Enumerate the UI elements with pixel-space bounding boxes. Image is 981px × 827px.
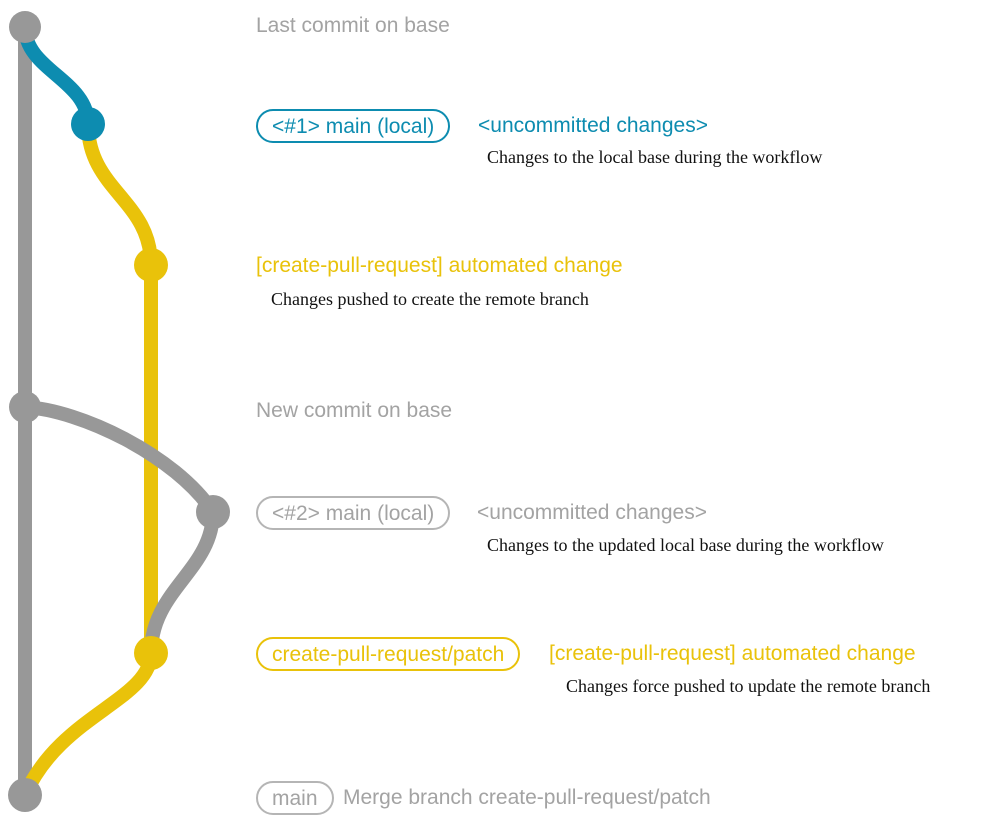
desc-push-create-remote-branch: Changes pushed to create the remote bran…: [271, 289, 589, 309]
local-branch-2-line: [18, 400, 221, 660]
pill-main[interactable]: main: [256, 781, 334, 815]
note-last-commit-on-base: Last commit on base: [256, 14, 450, 37]
note-merge-branch: Merge branch create-pull-request/patch: [343, 786, 711, 809]
node-local-change-2: [196, 495, 230, 529]
node-local-change-1: [71, 107, 105, 141]
desc-updated-local-base-changes: Changes to the updated local base during…: [487, 535, 884, 555]
note-automated-change-1: [create-pull-request] automated change: [256, 254, 623, 277]
pill-main-local-2[interactable]: <#2> main (local): [256, 496, 451, 530]
note-uncommitted-changes-2: <uncommitted changes>: [477, 501, 707, 524]
patch-branch-line: [18, 117, 158, 802]
note-uncommitted-changes-1: <uncommitted changes>: [478, 114, 708, 137]
note-new-commit-on-base: New commit on base: [256, 399, 453, 422]
node-base-last-commit: [9, 11, 41, 43]
node-patch-commit-1: [134, 248, 168, 282]
node-base-new-commit: [9, 391, 41, 423]
desc-local-base-changes: Changes to the local base during the wor…: [487, 147, 823, 167]
local-branch-1-line: [18, 20, 95, 131]
pill-create-pull-request-patch[interactable]: create-pull-request/patch: [256, 637, 521, 671]
desc-force-push-update-remote-branch: Changes force pushed to update the remot…: [566, 676, 931, 696]
node-merge-commit: [8, 778, 42, 812]
note-automated-change-2: [create-pull-request] automated change: [549, 642, 916, 665]
node-patch-commit-2: [134, 636, 168, 670]
pill-main-local-1[interactable]: <#1> main (local): [256, 109, 451, 143]
